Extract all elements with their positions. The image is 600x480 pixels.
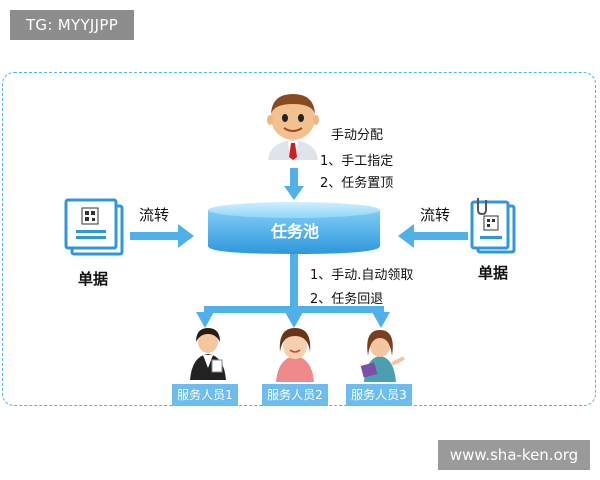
left-doc-label: 单据 [78,270,109,288]
claim-item-1: 1、手动.自动领取 [310,268,414,283]
right-flow-label: 流转 [420,206,451,224]
staff-woman-icon [190,328,226,380]
document-clip-icon [470,198,516,254]
site-watermark: www.sha-ken.org [438,440,590,470]
staff-badge-3: 服务人员3 [346,384,412,406]
left-flow-label: 流转 [139,206,170,224]
document-qr-icon [64,198,124,256]
manual-assign-title: 手动分配 [331,128,384,143]
distribution-arrows [196,254,390,328]
manager-icon [267,94,319,160]
task-pool-cylinder [208,202,380,254]
manual-assign-item-1: 1、手工指定 [320,154,394,169]
staff-badge-2: 服务人员2 [262,384,328,406]
arrow-right-icon [130,224,194,248]
tg-label: TG: MYYJJPP [10,10,134,40]
right-doc-label: 单据 [478,264,509,282]
staff-woman-icon [276,328,314,382]
claim-item-2: 2、任务回退 [310,292,384,307]
task-pool-label: 任务池 [270,222,319,241]
arrow-down-icon [284,168,304,200]
staff-woman-icon [360,330,405,382]
manual-assign-item-2: 2、任务置顶 [320,176,394,191]
staff-badge-1: 服务人员1 [172,384,238,406]
arrow-left-icon [398,224,468,248]
